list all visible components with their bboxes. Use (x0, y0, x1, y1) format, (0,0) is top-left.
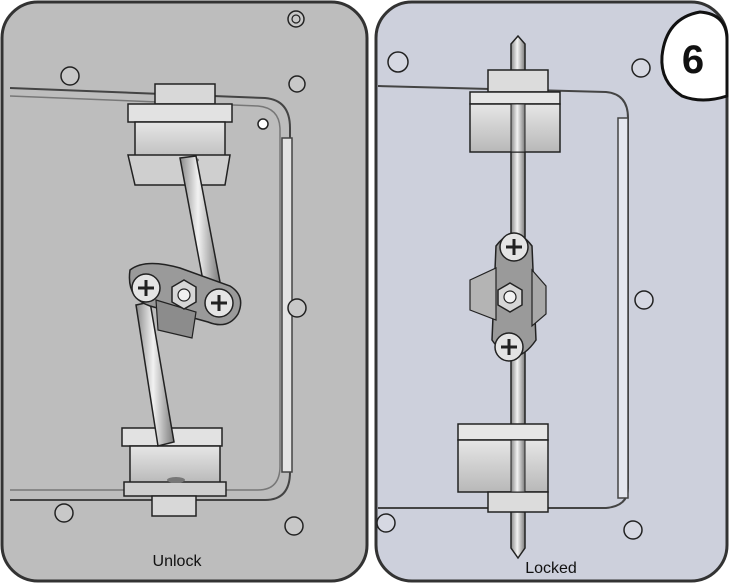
mounting-hole (60, 66, 80, 86)
guide-bracket-icon (121, 427, 227, 517)
guide-bracket-icon (127, 83, 233, 186)
screw-icon (131, 273, 161, 303)
mounting-hole (631, 58, 651, 78)
screw-icon (499, 232, 529, 262)
mounting-hole (288, 75, 306, 93)
svg-text:6: 6 (682, 38, 704, 82)
locked-caption: Locked (525, 560, 577, 577)
locked-panel: 6 Locked (374, 0, 729, 583)
mounting-hole (387, 51, 409, 73)
unlock-caption: Unlock (153, 553, 203, 570)
mounting-hole (54, 503, 74, 523)
mounting-hole (623, 520, 643, 540)
screw-icon (494, 332, 524, 362)
unlock-panel: Unlock (0, 0, 369, 583)
hex-nut-icon (497, 282, 523, 313)
mounting-hole (376, 513, 396, 533)
screw-icon (204, 288, 234, 318)
guide-bracket-icon (457, 423, 549, 513)
step-number-badge: 6 (660, 10, 729, 102)
guide-bracket-icon (469, 69, 561, 153)
right-frame-edge (617, 117, 629, 499)
mounting-hole (257, 118, 269, 130)
mounting-hole (634, 290, 654, 310)
mounting-hole (287, 298, 307, 318)
mounting-hole (284, 516, 304, 536)
hex-nut-icon (171, 279, 197, 310)
mounting-hole (287, 10, 305, 28)
